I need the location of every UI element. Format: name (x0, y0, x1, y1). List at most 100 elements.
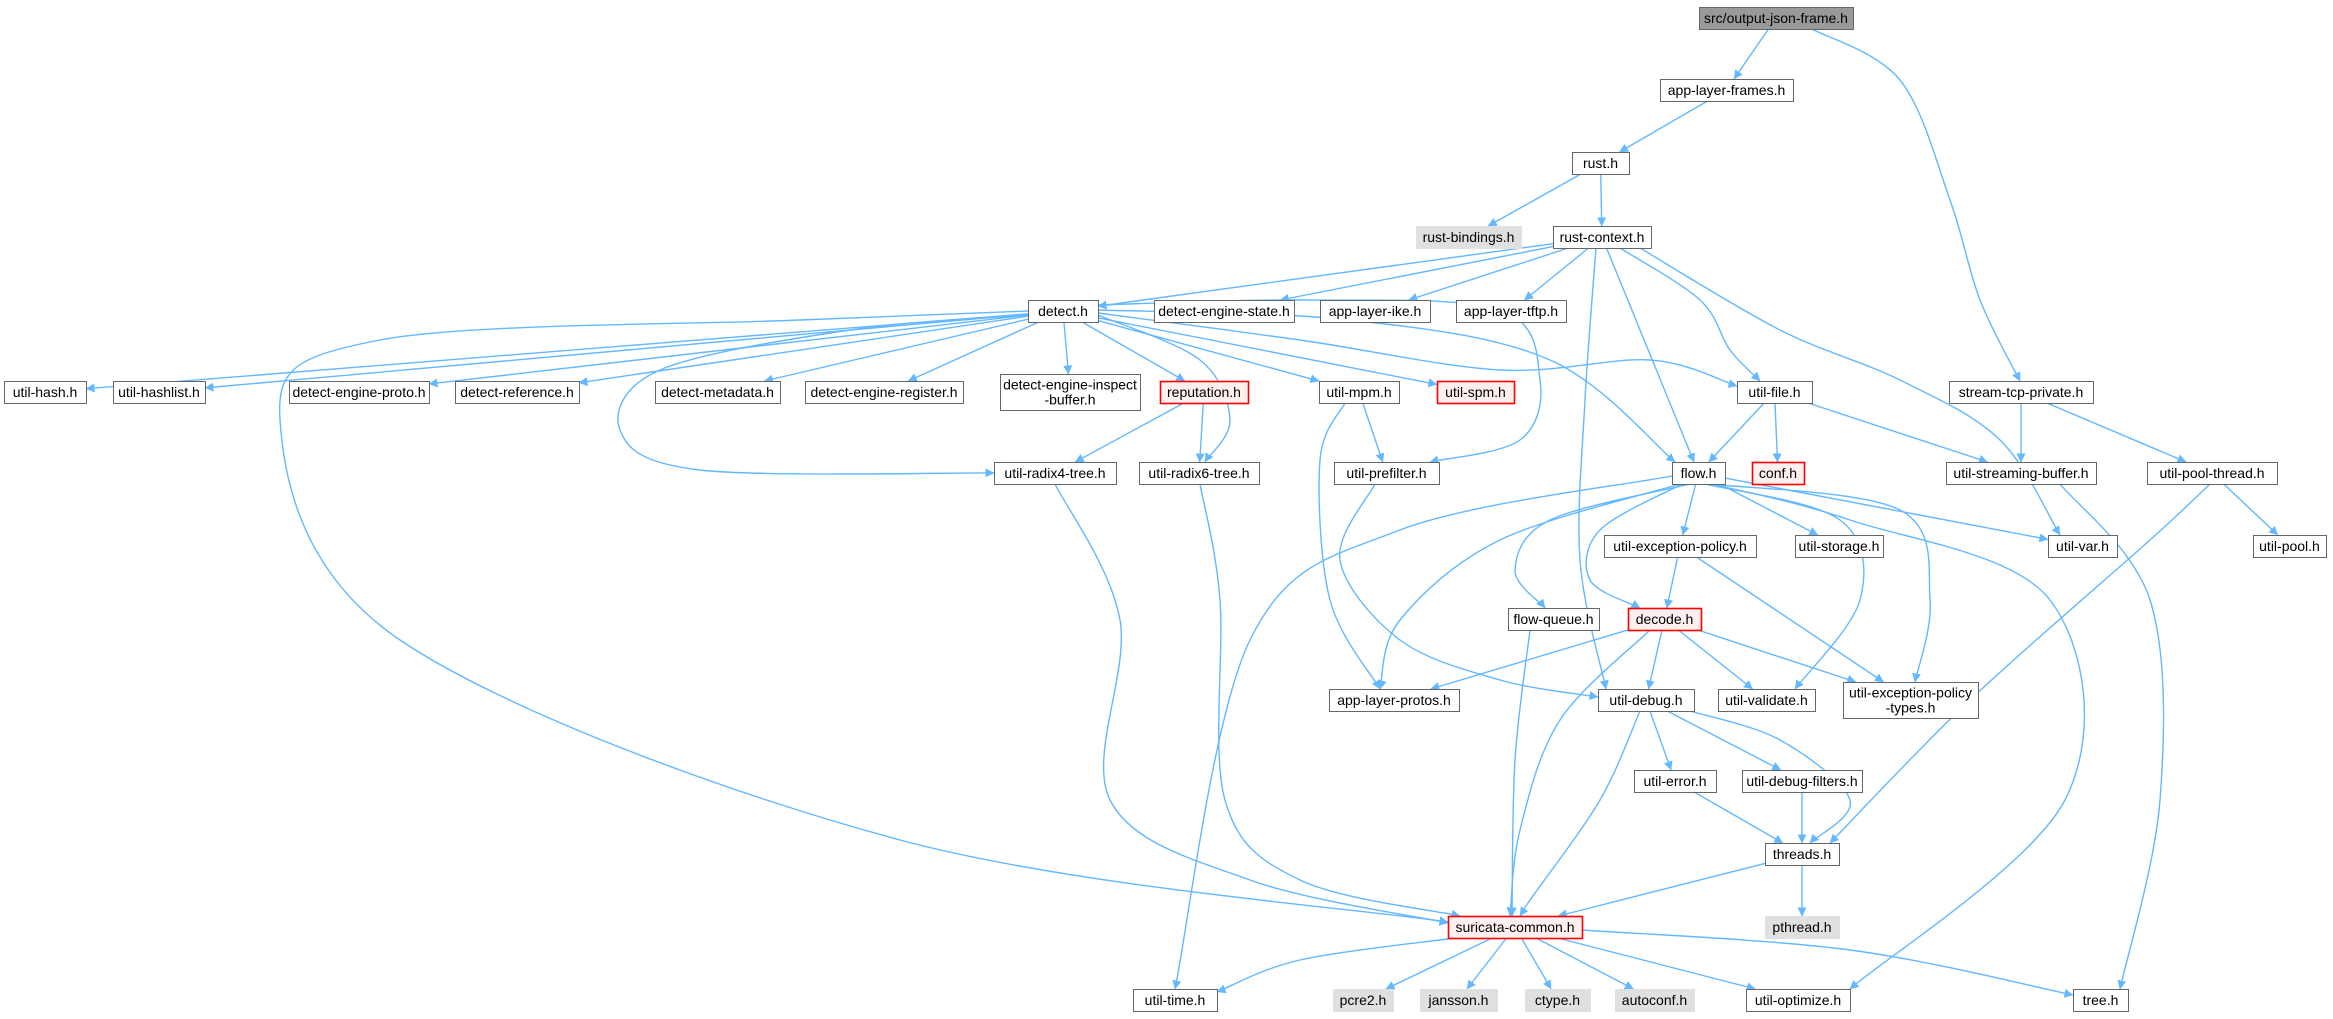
node-box-util-file (1737, 381, 1813, 404)
node-util-file[interactable]: util-file.h (1737, 381, 1813, 404)
edge-reputation-to-util-radix6-tree (1195, 402, 1205, 463)
node-label-util-debug-filters: util-debug-filters.h (1746, 773, 1857, 789)
node-util-streaming-buffer[interactable]: util-streaming-buffer.h (1946, 462, 2097, 485)
node-ctype[interactable]: ctype.h (1525, 989, 1591, 1012)
node-box-util-radix4-tree (994, 462, 1117, 485)
edge-detect-to-util-spm (1097, 317, 1438, 388)
node-util-radix4-tree[interactable]: util-radix4-tree.h (994, 462, 1117, 485)
node-util-mpm[interactable]: util-mpm.h (1319, 381, 1400, 404)
node-rust[interactable]: rust.h (1572, 152, 1630, 175)
node-label-util-error: util-error.h (1643, 773, 1706, 789)
node-app-layer-ike[interactable]: app-layer-ike.h (1320, 300, 1431, 323)
node-rust-context[interactable]: rust-context.h (1553, 226, 1652, 249)
node-detect-engine-state[interactable]: detect-engine-state.h (1154, 300, 1295, 323)
node-label-util-exception-policy-types-line-2: -types.h (1886, 700, 1936, 716)
node-box-util-streaming-buffer (1946, 462, 2097, 485)
node-util-pool-thread[interactable]: util-pool-thread.h (2147, 462, 2278, 485)
node-app-layer-frames[interactable]: app-layer-frames.h (1660, 79, 1794, 102)
node-util-var[interactable]: util-var.h (2048, 535, 2118, 558)
node-label-util-file: util-file.h (1748, 384, 1800, 400)
node-util-exception-policy-types[interactable]: util-exception-policy-types.h (1843, 682, 1979, 719)
node-util-storage[interactable]: util-storage.h (1795, 535, 1884, 558)
node-label-util-spm: util-spm.h (1445, 384, 1506, 400)
edge-detect-to-reputation (1081, 321, 1186, 382)
edge-rust-context-to-app-layer-tftp (1524, 247, 1589, 301)
node-tree[interactable]: tree.h (2073, 989, 2129, 1012)
node-util-debug-filters[interactable]: util-debug-filters.h (1742, 770, 1863, 793)
edge-output-json-frame-to-app-layer-frames (1733, 28, 1770, 80)
node-util-radix6-tree[interactable]: util-radix6-tree.h (1139, 462, 1260, 485)
node-util-spm[interactable]: util-spm.h (1436, 380, 1516, 405)
edge-util-file-to-util-streaming-buffer (1807, 402, 1988, 464)
node-label-ctype: ctype.h (1535, 992, 1580, 1008)
node-suricata-common[interactable]: suricata-common.h (1447, 915, 1584, 940)
node-label-util-prefilter: util-prefilter.h (1346, 465, 1426, 481)
node-detect-metadata[interactable]: detect-metadata.h (655, 381, 781, 404)
node-util-pool[interactable]: util-pool.h (2253, 535, 2327, 558)
edge-detect-to-util-hashlist (204, 313, 1029, 392)
node-util-hash[interactable]: util-hash.h (4, 381, 87, 404)
node-util-debug[interactable]: util-debug.h (1598, 689, 1695, 712)
edge-rust-context-to-detect-engine-state (1279, 245, 1554, 303)
node-label-tree: tree.h (2083, 992, 2119, 1008)
edge-decode-to-app-layer-protos (1430, 629, 1629, 691)
node-conf[interactable]: conf.h (1751, 461, 1806, 486)
node-threads[interactable]: threads.h (1765, 843, 1840, 866)
node-detect-reference[interactable]: detect-reference.h (455, 381, 580, 404)
edge-suricata-common-to-jansson (1466, 937, 1508, 990)
edge-util-exception-policy-to-util-exception-policy-types (1696, 556, 1884, 683)
node-util-prefilter[interactable]: util-prefilter.h (1334, 462, 1440, 485)
edge-util-streaming-buffer-to-tree (2059, 483, 2165, 990)
node-util-time[interactable]: util-time.h (1133, 989, 1218, 1012)
node-detect[interactable]: detect.h (1028, 300, 1099, 323)
node-label-stream-tcp-private: stream-tcp-private.h (1959, 384, 2083, 400)
edge-threads-to-suricata-common (1557, 862, 1766, 919)
node-stream-tcp-private[interactable]: stream-tcp-private.h (1949, 381, 2094, 404)
node-autoconf[interactable]: autoconf.h (1615, 989, 1695, 1012)
node-app-layer-tftp[interactable]: app-layer-tftp.h (1456, 300, 1567, 323)
node-box-util-exception-policy (1604, 535, 1757, 558)
edge-util-radix6-tree-to-suricata-common (1199, 483, 1461, 919)
edge-rust-context-to-detect (1097, 243, 1554, 310)
edge-detect-to-util-radix4-tree (617, 314, 1029, 478)
node-box-util-hash (4, 381, 87, 404)
node-util-error[interactable]: util-error.h (1634, 770, 1717, 793)
node-box-ctype (1525, 989, 1591, 1012)
edge-util-mpm-to-app-layer-protos (1318, 402, 1381, 690)
node-box-util-storage (1795, 535, 1884, 558)
node-util-validate[interactable]: util-validate.h (1718, 689, 1816, 712)
node-jansson[interactable]: jansson.h (1420, 989, 1498, 1012)
node-label-pcre2: pcre2.h (1340, 992, 1387, 1008)
node-rust-bindings[interactable]: rust-bindings.h (1416, 226, 1522, 249)
node-label-util-pool-thread: util-pool-thread.h (2159, 465, 2264, 481)
edge-detect-to-util-radix6-tree (1097, 314, 1231, 463)
edge-detect-to-suricata-common (278, 310, 1449, 926)
node-reputation[interactable]: reputation.h (1159, 380, 1250, 405)
node-detect-engine-inspect-buffer[interactable]: detect-engine-inspect-buffer.h (1000, 374, 1141, 411)
edge-decode-to-util-exception-policy-types (1697, 629, 1857, 684)
node-util-optimize[interactable]: util-optimize.h (1746, 989, 1851, 1012)
node-box-util-mpm (1319, 381, 1400, 404)
node-util-exception-policy[interactable]: util-exception-policy.h (1604, 535, 1757, 558)
node-detect-engine-register[interactable]: detect-engine-register.h (805, 381, 964, 404)
node-box-util-spm (1436, 380, 1516, 405)
edge-flow-to-app-layer-protos (1378, 483, 1681, 690)
node-flow[interactable]: flow.h (1672, 462, 1726, 485)
node-label-util-debug: util-debug.h (1609, 692, 1682, 708)
edge-suricata-common-to-ctype (1520, 937, 1552, 990)
edge-util-file-to-conf (1772, 402, 1782, 463)
node-pthread[interactable]: pthread.h (1765, 916, 1840, 939)
node-detect-engine-proto[interactable]: detect-engine-proto.h (289, 381, 430, 404)
node-flow-queue[interactable]: flow-queue.h (1508, 608, 1600, 631)
node-label-reputation: reputation.h (1167, 384, 1241, 400)
node-box-util-pool (2253, 535, 2327, 558)
node-util-hashlist[interactable]: util-hashlist.h (113, 381, 206, 404)
node-decode[interactable]: decode.h (1627, 607, 1703, 632)
node-box-output-json-frame (1699, 7, 1854, 30)
edge-flow-to-util-time (1172, 475, 1673, 990)
node-box-util-exception-policy-types (1843, 682, 1979, 719)
node-pcre2[interactable]: pcre2.h (1333, 989, 1394, 1012)
node-app-layer-protos[interactable]: app-layer-protos.h (1329, 689, 1460, 712)
edge-util-exception-policy-to-decode (1664, 556, 1679, 609)
